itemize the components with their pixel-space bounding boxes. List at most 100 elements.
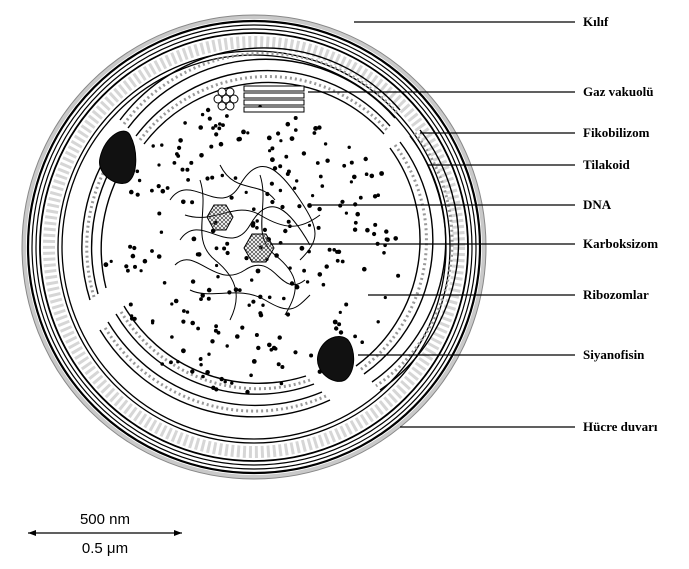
ribosome-dot [126,269,130,273]
ribosome-dot [209,145,213,149]
ribosome-dot [132,246,136,250]
ribosome-dot [220,377,224,381]
ribosome-dot [129,303,133,307]
ribosome-dot [342,164,346,168]
ribosome-dot [290,136,295,141]
ribosome-dot [217,331,221,335]
ribosome-dot [251,223,256,228]
ribosome-dot [191,279,195,283]
ribosome-dot [270,182,274,186]
ribosome-dot [186,178,190,182]
ribosome-dot [214,324,218,328]
ribosome-dot [279,139,282,142]
ribosome-dot [373,194,377,198]
ribosome-dot [302,151,306,155]
ribosome-dot [130,316,134,320]
ribosome-dot [176,154,180,158]
ribosome-dot [198,125,203,130]
ribosome-dot [353,335,357,339]
ribosome-dot [324,142,327,145]
label-thylakoid: Tilakoid [583,157,631,172]
ribosome-dot [218,122,222,126]
ribosome-dot [208,117,212,121]
ribosome-dot [360,340,364,344]
ribosome-dot [268,149,271,152]
ribosome-dot [219,142,224,147]
ribosome-dot [157,184,161,188]
ribosome-dot [136,193,140,197]
ribosome-dot [173,161,177,165]
ribosome-dot [339,311,342,314]
ribosome-dot [150,249,154,253]
ribosome-dot [294,128,298,132]
ribosome-dot [256,219,259,222]
ribosome-dot [240,326,244,330]
ribosome-dot [201,113,204,116]
ribosome-dot [340,200,344,204]
ribosome-dot [150,189,154,193]
ribosome-dot [317,125,321,129]
ribosome-dot [370,174,375,179]
ribosome-dot [258,311,262,315]
ribosome-dot [364,157,368,161]
ribosome-dot [185,168,189,172]
label-dna: DNA [583,197,612,212]
ribosome-dot [181,348,186,353]
ribosome-dot [210,339,214,343]
ribosome-dot [261,304,264,307]
ribosome-dot [283,229,287,233]
ribosome-dot [237,137,242,142]
ribosome-dot [248,304,251,307]
ribosome-dot [365,172,369,176]
ribosome-dot [192,237,197,242]
ribosome-dot [230,381,233,384]
ribosome-dot [277,362,281,366]
ribosome-dot [297,204,301,208]
ribosome-dot [300,246,305,251]
ribosome-dot [174,299,179,304]
scale-bar-nm-label: 500 nm [80,511,130,528]
ribosome-dot [353,228,357,232]
ribosome-dot [308,224,311,227]
ribosome-dot [274,347,278,351]
ribosome-dot [372,232,376,236]
ribosome-dot [278,335,282,339]
ribosome-dot [160,143,163,146]
ribosome-dot [293,350,297,354]
ribosome-dot [382,251,386,255]
ribosome-dot [238,288,242,292]
ribosome-dot [251,300,255,304]
label-phycobilisome: Fikobilizom [583,125,650,140]
ribosome-dot [160,231,163,234]
ribosome-dot [256,346,260,350]
ribosome-dot [226,251,230,255]
ribosome-dot [201,294,205,298]
ribosome-dot [377,320,380,323]
ribosome-dot [216,275,219,278]
ribosome-dot [279,189,282,192]
ribosome-dot [295,179,298,182]
label-gas-vacuole: Gaz vakuolü [583,84,653,99]
ribosome-dot [245,390,249,394]
ribosome-dot [181,320,185,324]
ribosome-dot [393,236,398,241]
ribosome-dot [317,207,321,211]
ribosome-dot [205,176,209,180]
ribosome-dot [350,180,353,183]
ribosome-dot [222,247,226,251]
ribosome-dot [341,260,345,264]
ribosome-dot [234,176,238,180]
ribosome-dot [163,281,167,285]
ribosome-dot [294,116,298,120]
ribosome-dot [224,380,227,383]
ribosome-dot [196,327,200,331]
ribosome-dot [344,303,348,307]
label-carboxysome: Karboksizom [583,236,658,251]
ribosome-dot [214,387,218,391]
ribosome-dot [241,130,246,135]
ribosome-dot [214,132,218,136]
ribosome-dot [249,374,253,378]
ribosome-dot [339,330,343,334]
ribosome-dot [201,375,205,379]
